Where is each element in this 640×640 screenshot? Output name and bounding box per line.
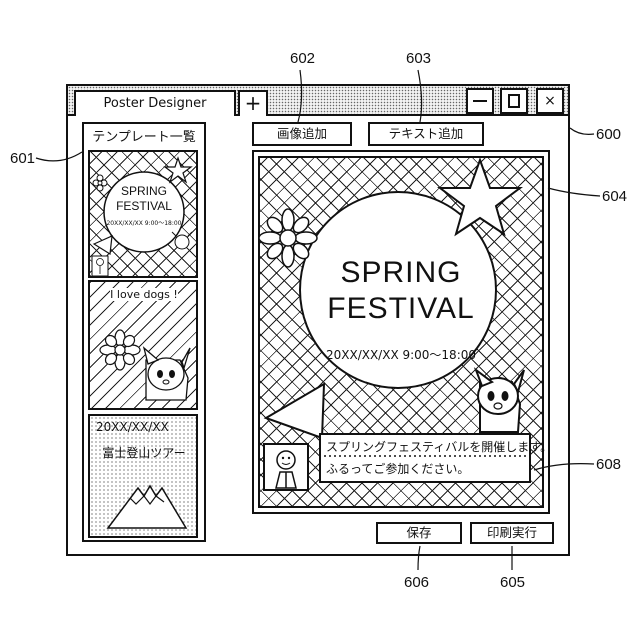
ref-602: 602	[290, 50, 315, 67]
add-image-button[interactable]: 画像追加	[252, 122, 352, 146]
template-spring-art	[90, 152, 198, 278]
ref-608: 608	[596, 456, 621, 473]
template-spring-date: 20XX/XX/XX 9:00～18:00	[90, 218, 198, 227]
tab-poster-designer[interactable]: Poster Designer	[74, 90, 236, 116]
ref-600: 600	[596, 126, 621, 143]
ref-603: 603	[406, 50, 431, 67]
poster-art	[258, 156, 544, 508]
template-item-dogs[interactable]: I love dogs !	[88, 280, 198, 410]
template-item-spring[interactable]: SPRING FESTIVAL 20XX/XX/XX 9:00～18:00	[88, 150, 198, 278]
poster-message-line1[interactable]: スプリングフェスティバルを開催します。	[326, 438, 552, 455]
maximize-button[interactable]	[500, 88, 528, 114]
template-spring-line2: FESTIVAL	[90, 199, 198, 213]
template-dogs-art	[90, 282, 198, 410]
ref-606: 606	[404, 574, 429, 591]
add-text-button[interactable]: テキスト追加	[368, 122, 484, 146]
ref-604: 604	[602, 188, 627, 205]
close-button[interactable]: ×	[536, 88, 564, 114]
template-item-fuji[interactable]: 20XX/XX/XX 富士登山ツアー	[88, 414, 198, 538]
print-button[interactable]: 印刷実行	[470, 522, 554, 544]
mountain-icon	[90, 416, 198, 538]
poster-title-line1[interactable]: SPRING	[258, 256, 544, 290]
poster-date[interactable]: 20XX/XX/XX 9:00～18:00	[258, 346, 544, 363]
ref-605: 605	[500, 574, 525, 591]
save-button[interactable]: 保存	[376, 522, 462, 544]
square-icon	[502, 90, 526, 112]
poster-title-line2[interactable]: FESTIVAL	[258, 292, 544, 326]
dog-icon	[476, 370, 524, 432]
template-spring-line1: SPRING	[90, 184, 198, 198]
minimize-button[interactable]	[466, 88, 494, 114]
template-list-title: テンプレート一覧	[84, 126, 204, 145]
close-icon: ×	[544, 93, 556, 109]
poster-message-line2[interactable]: ふるってご参加ください。	[326, 460, 469, 477]
new-tab-button[interactable]: +	[238, 90, 268, 116]
ref-601: 601	[10, 150, 35, 167]
minus-icon	[468, 90, 492, 112]
